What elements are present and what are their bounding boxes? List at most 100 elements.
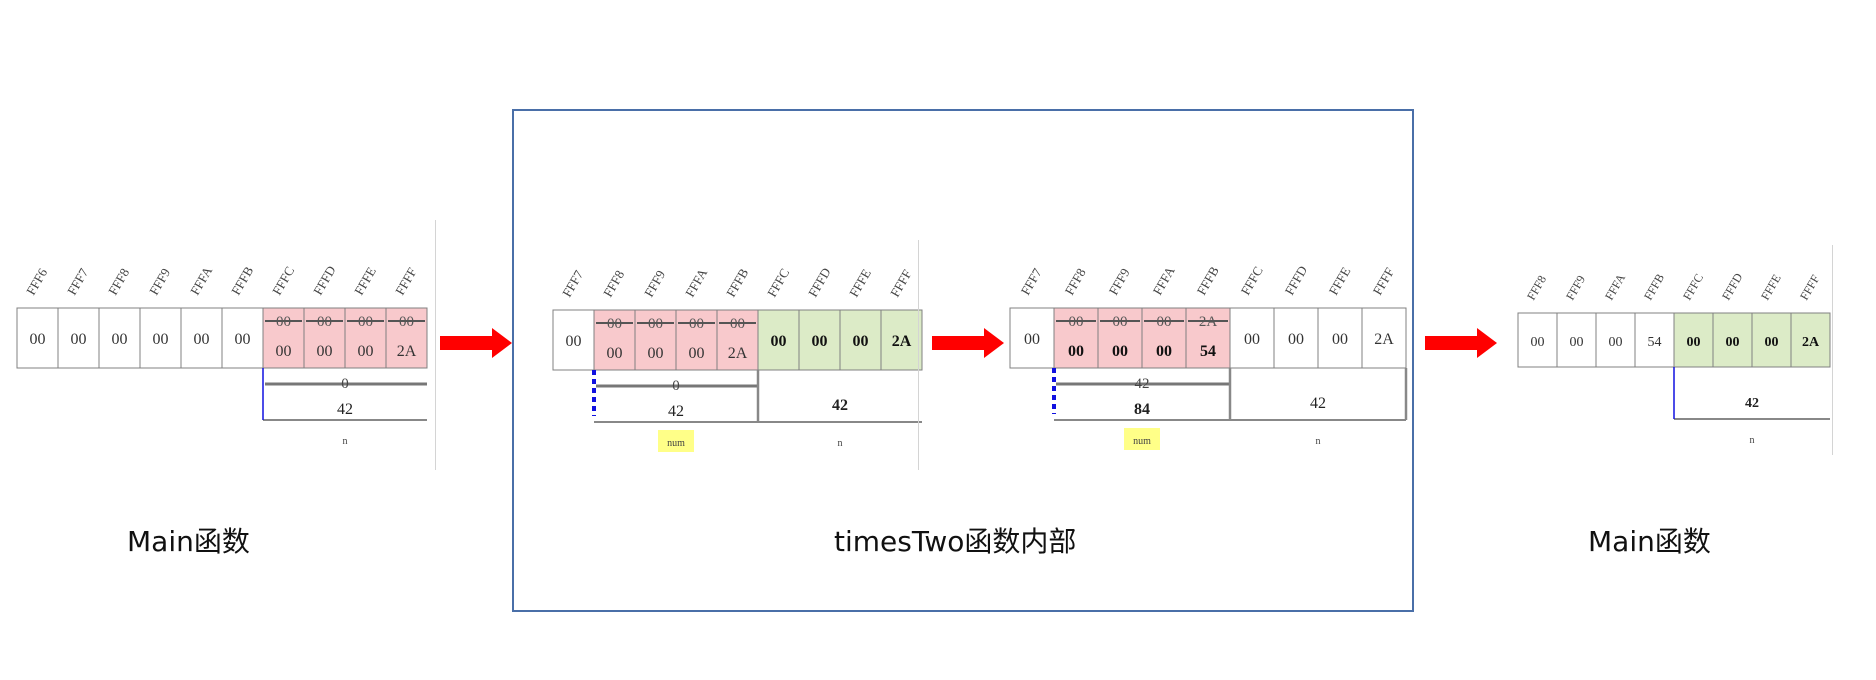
address-label: FFFB (1641, 271, 1667, 302)
cell-value: 00 (194, 331, 210, 348)
snapshot-edge (1832, 245, 1833, 455)
address-label: FFF9 (641, 268, 668, 300)
cell-value: 2A (1802, 335, 1820, 350)
address-label: FFFE (1326, 264, 1354, 297)
address-label: FFF8 (1524, 273, 1549, 303)
address-label: FFFC (1238, 264, 1266, 298)
memory-cell (1141, 307, 1187, 369)
arrow-right-icon (1425, 328, 1497, 358)
address-label: FFFD (310, 263, 339, 297)
arrow-right-icon (440, 328, 512, 358)
memory-cell (1673, 312, 1714, 368)
memory-cell (57, 307, 100, 369)
memory-cell (1790, 312, 1831, 368)
variable-name: num (1133, 436, 1151, 447)
address-label: FFFA (682, 265, 710, 299)
variable-name: num (667, 438, 685, 449)
memory-cell (1009, 307, 1055, 369)
cell-value: 00 (358, 343, 374, 360)
address-label: FFF6 (23, 265, 50, 297)
address-label: FFFD (805, 265, 834, 299)
variable-value: 42 (1745, 396, 1759, 411)
memory-cell (262, 307, 305, 369)
cell-value: 00 (317, 343, 333, 360)
timestwo-frame (512, 109, 1414, 612)
address-label: FFFB (723, 265, 751, 299)
memory-cell (552, 309, 595, 371)
address-label: FFFD (1282, 263, 1311, 297)
memory-cell (16, 307, 59, 369)
memory-cell (1361, 307, 1407, 369)
cell-value: 00 (1765, 335, 1779, 350)
address-label: FFFE (351, 264, 379, 297)
memory-cell (1273, 307, 1319, 369)
address-label: FFFF (1797, 272, 1823, 302)
address-label: FFFC (764, 266, 792, 300)
memory-cell (716, 309, 759, 371)
cell-value: 54 (1648, 335, 1662, 350)
arrow-right-icon (932, 328, 1004, 358)
address-label: FFFE (846, 266, 874, 299)
cell-value: 00 (771, 333, 787, 350)
memory-cell (221, 307, 264, 369)
cell-value: 00 (689, 345, 705, 362)
variable-value: 42 (668, 403, 684, 420)
variable-old-value: 42 (1135, 376, 1150, 392)
variable-value: 42 (337, 401, 353, 418)
caption-timestwo: timesTwo函数内部 (834, 525, 1077, 558)
cell-value: 00 (648, 345, 664, 362)
cell-value: 00 (812, 333, 828, 350)
variable-value: 42 (832, 397, 848, 414)
variable-name: n (1750, 435, 1755, 446)
caption-main-before: Main函数 (127, 525, 250, 558)
address-label: FFF8 (105, 266, 132, 298)
address-label: FFFB (228, 263, 256, 297)
variable-name: n (343, 436, 348, 447)
memory-cell (1556, 312, 1597, 368)
memory-cell (1712, 312, 1753, 368)
memory-cell (344, 307, 387, 369)
variable-value: 84 (1134, 401, 1150, 418)
cell-value: 00 (1332, 331, 1348, 348)
cell-value: 2A (1374, 331, 1394, 348)
memory-cell (880, 309, 923, 371)
cell-value: 00 (1288, 331, 1304, 348)
cell-value: 00 (71, 331, 87, 348)
address-label: FFFF (887, 267, 914, 300)
variable-value: 42 (1310, 395, 1326, 412)
cell-value: 00 (1609, 335, 1623, 350)
memory-cell (98, 307, 141, 369)
cell-value: 2A (728, 345, 748, 362)
variable-name: n (1316, 436, 1321, 447)
cell-value: 54 (1200, 343, 1216, 360)
memory-cell (1517, 312, 1558, 368)
address-label: FFF9 (1106, 266, 1133, 298)
address-label: FFF7 (559, 267, 586, 299)
cell-value: 00 (1156, 343, 1172, 360)
memory-cell (1634, 312, 1675, 368)
memory-cell (385, 307, 428, 369)
cell-value: 00 (853, 333, 869, 350)
variable-old-value: 0 (341, 376, 349, 392)
address-label: FFFE (1758, 272, 1784, 303)
address-label: FFFA (1602, 271, 1628, 302)
memory-cell (798, 309, 841, 371)
cell-value: 00 (1570, 335, 1584, 350)
address-label: FFFC (1680, 271, 1706, 302)
variable-name-highlight (1124, 428, 1160, 450)
memory-cell (1317, 307, 1363, 369)
cell-value: 00 (112, 331, 128, 348)
variable-name-highlight (658, 430, 694, 452)
address-label: FFFD (1719, 270, 1746, 302)
memory-cell (1229, 307, 1275, 369)
variable-old-value: 0 (672, 378, 680, 394)
memory-cell (757, 309, 800, 371)
address-label: FFF7 (64, 265, 91, 297)
